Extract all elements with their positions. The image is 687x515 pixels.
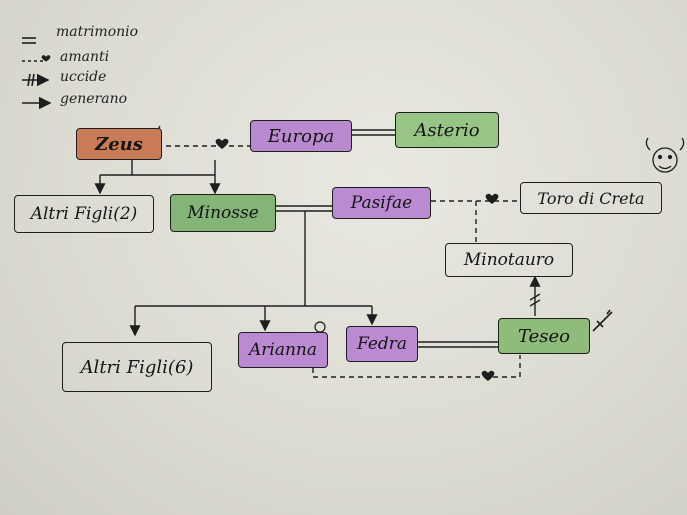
marriage-lines <box>276 129 498 348</box>
heart-icon <box>215 138 229 149</box>
shell-icon <box>314 321 326 333</box>
node-altri-figli-6: Altri Figli(6) <box>62 342 212 392</box>
sword-icon <box>592 309 613 332</box>
heart-icon <box>481 370 495 381</box>
node-asterio: Asterio <box>395 112 499 148</box>
generation-lines <box>94 160 378 337</box>
kill-line <box>529 275 541 316</box>
legend-label-generano: generano <box>60 91 128 107</box>
node-toro-di-creta: Toro di Creta <box>520 182 662 214</box>
node-zeus: Zeus <box>76 128 162 160</box>
node-pasifae: Pasifae <box>332 187 431 219</box>
node-altri-figli-2: Altri Figli(2) <box>14 195 154 233</box>
bull-icon <box>645 137 685 173</box>
node-minosse: Minosse <box>170 194 276 232</box>
legend-heart-icon <box>41 55 51 62</box>
node-europa: Europa <box>250 120 352 152</box>
heart-icons <box>215 138 499 381</box>
node-minotauro: Minotauro <box>445 243 573 277</box>
legend-label-matrimonio: matrimonio <box>56 24 139 40</box>
legend-label-uccide: uccide <box>60 69 107 85</box>
legend-symbols <box>22 37 52 110</box>
heart-icon <box>485 193 499 204</box>
lover-lines <box>166 145 521 378</box>
node-fedra: Fedra <box>346 326 418 362</box>
legend-label-amanti: amanti <box>60 49 110 65</box>
node-teseo: Teseo <box>498 318 590 354</box>
node-arianna: Arianna <box>238 332 328 368</box>
